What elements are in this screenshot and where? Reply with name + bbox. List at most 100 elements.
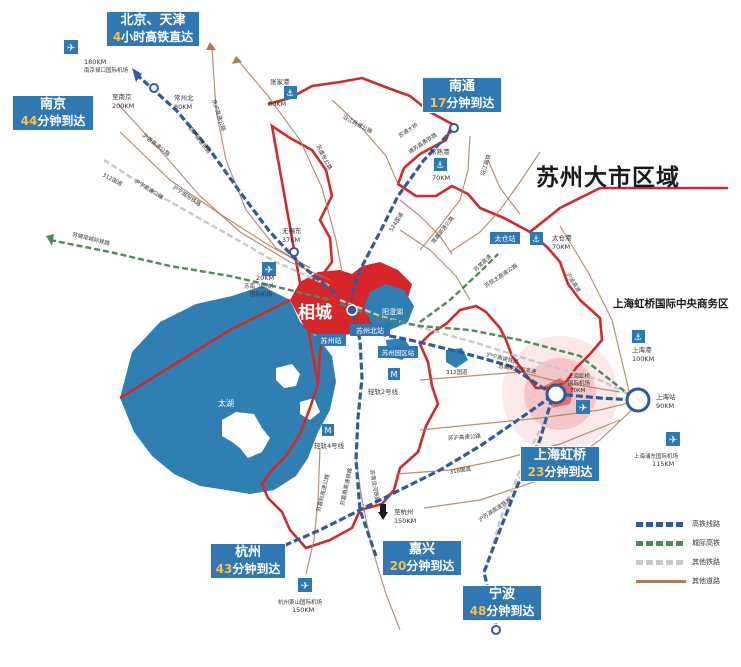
- taihu-label: 太湖: [218, 398, 234, 408]
- suzhou-station-chip: [316, 334, 346, 346]
- ship-icon: ⚓: [530, 232, 543, 245]
- zhangjiagang-km: 80KM: [268, 100, 286, 108]
- road-label-sujia: 苏嘉杭高速公路: [314, 473, 331, 513]
- legend-label-intercity: 城际高铁: [692, 539, 720, 547]
- hongqiao-airport-label: 上海虹桥: [568, 372, 591, 380]
- callout-nanjing: 南京 44分钟到达: [12, 95, 94, 131]
- callout-beijing: 北京、天津 4小时高铁直达: [106, 11, 200, 47]
- suzhou-station-label: 苏州站: [321, 336, 342, 345]
- suzhou-north-label: 苏州北站: [356, 326, 384, 335]
- callout-jiaxing-text: 分钟到达: [406, 559, 455, 573]
- airplane-icon: ✈: [666, 432, 680, 446]
- region-title: 苏州大市区域: [536, 165, 680, 191]
- pudong-airport-label: 上海浦东国际机场: [634, 452, 679, 460]
- taicang-km: 70KM: [552, 243, 570, 251]
- callout-hongqiao-title: 上海虹桥: [533, 448, 586, 463]
- callout-ningbo-title: 宁波: [488, 587, 515, 602]
- svg-text:M: M: [391, 370, 398, 379]
- legend-row-road: 其他道路: [636, 574, 736, 593]
- callout-nantong-title: 南通: [448, 79, 475, 94]
- hangzhou-airport-km: 150KM: [292, 606, 314, 614]
- road-label-g312-top: 312国道: [101, 171, 124, 188]
- legend-label-rail: 其他铁路: [692, 558, 720, 566]
- wuxi-east-label: 无锡东: [282, 226, 302, 235]
- region-leader-line: [119, 298, 291, 400]
- arrow-to-jiaxing: [378, 512, 388, 520]
- suzhou-park-label: 苏州园区站: [382, 348, 415, 357]
- nanjing-airport-label: 南京禄口国际机场: [84, 66, 129, 74]
- svg-text:✈: ✈: [265, 265, 273, 276]
- svg-text:M: M: [325, 426, 332, 435]
- pudong-airport-km: 115KM: [652, 460, 674, 468]
- taihu-island: [222, 412, 270, 458]
- changzhou-north-km: 80KM: [174, 103, 192, 111]
- legend-swatch-hsr: [636, 522, 686, 527]
- road-label-sukun: 苏昆太高速公路: [483, 261, 520, 289]
- shanghai-port-label: 上海港: [632, 345, 652, 354]
- cbd-label: 上海虹桥国际中央商务区: [613, 298, 729, 310]
- svg-text:✈: ✈: [67, 43, 75, 54]
- road-label-yanjiang: 沿江高速公路: [341, 113, 374, 136]
- arrow-to-beijing: [132, 68, 142, 82]
- metro-icon: M: [322, 424, 334, 436]
- title-leader: [529, 186, 728, 234]
- legend-swatch-road: [636, 580, 686, 583]
- road-label-jingcheng: 京沪高速铁路: [186, 124, 213, 155]
- metro2-label: 轻轨2号线: [368, 387, 399, 396]
- arrow-north-road2: [232, 56, 242, 64]
- callout-beijing-num: 4: [112, 30, 122, 44]
- road-label-suzhou-ring: 524国道: [387, 210, 405, 233]
- ship-icon: ⚓: [434, 158, 447, 171]
- ship-icon: ⚓: [632, 330, 645, 343]
- legend-label-road: 其他道路: [692, 577, 720, 585]
- road-label-su-tong: 苏通大桥: [397, 120, 420, 139]
- other-rail: [103, 158, 637, 571]
- taihu-island: [276, 364, 300, 388]
- road-label-sujiahu: 苏嘉甬高速铁路: [338, 467, 354, 507]
- shanghai-station-km: 90KM: [656, 402, 674, 410]
- callout-jiaxing-num: 20: [389, 559, 407, 573]
- suzhou-park-chip: [378, 346, 418, 358]
- legend-swatch-intercity: [636, 541, 686, 546]
- changshu-label: 常熟港: [430, 147, 450, 156]
- metro4-label: 轻轨4号线: [314, 441, 345, 450]
- svg-text:⚓: ⚓: [436, 161, 444, 171]
- callout-hangzhou-text: 分钟到达: [232, 562, 281, 576]
- yangcheng-lake-label: 阳澄湖: [382, 307, 403, 316]
- airplane-icon: ✈: [298, 578, 312, 592]
- road-label-g312: 312国道: [446, 368, 468, 376]
- nanjing-airport-km: 180KM: [84, 58, 106, 66]
- shanghai-port-km: 100KM: [632, 355, 654, 363]
- legend-row-intercity: 城际高铁: [636, 536, 736, 555]
- callout-nantong-num: 17: [429, 96, 447, 110]
- yangcheng-lake: [364, 284, 414, 330]
- to-jiaxing-label: 至杭州: [394, 507, 414, 516]
- svg-text:⚓: ⚓: [634, 333, 642, 343]
- legend-row-rail: 其他铁路: [636, 555, 736, 574]
- callout-nanjing-text: 分钟到达: [37, 114, 86, 128]
- road-label-hurong: 沪蓉高速公路: [141, 131, 172, 158]
- shanghai-station-label: 上海站: [656, 392, 676, 401]
- callout-nantong-text: 分钟到达: [446, 96, 495, 110]
- callout-hongqiao-text: 分钟到达: [544, 465, 593, 479]
- svg-text:⚓: ⚓: [532, 235, 540, 245]
- changzhou-north-label: 常州北: [174, 93, 194, 102]
- callout-hongqiao: 上海虹桥 23分钟到达: [520, 446, 600, 482]
- arrow-to-jiaxing-stem: [380, 504, 386, 513]
- hangzhou-airport-label: 杭州萧山国际机场: [278, 598, 323, 606]
- arrow-north-road: [206, 42, 216, 50]
- callout-ningbo: 宁波 48分钟到达: [462, 585, 542, 621]
- callout-nantong: 南通 17分钟到达: [422, 77, 502, 113]
- sunan-airport-km: 20KM: [256, 274, 274, 282]
- callout-nanjing-title: 南京: [39, 97, 66, 112]
- ship-icon: ⚓: [284, 86, 297, 99]
- arrow-west-rail: [46, 234, 54, 246]
- xiangcheng-label: 相城: [298, 302, 332, 323]
- hongqiao-airport-label2: 国际机场: [568, 379, 591, 387]
- road-label-suhang: 苏沪高速公路: [448, 432, 482, 442]
- suzhou-north-chip: [350, 324, 390, 336]
- callout-beijing-text: 小时高铁直达: [121, 30, 194, 44]
- taicang-station-chip: [490, 232, 520, 244]
